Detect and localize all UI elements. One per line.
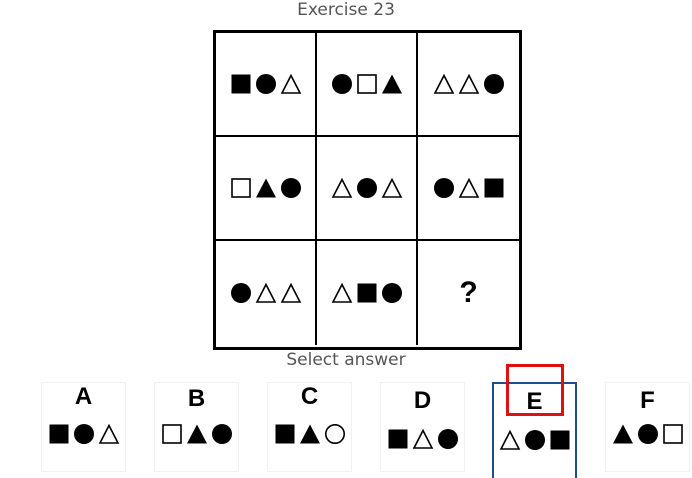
outline-triangle-icon: [381, 177, 402, 198]
filled-circle-icon: [433, 178, 454, 198]
answer-option-c[interactable]: C: [267, 382, 352, 472]
grid-cell-1-2: [317, 33, 418, 137]
outline-square-icon: [230, 178, 251, 198]
answer-option-a[interactable]: A: [41, 382, 126, 472]
outline-triangle-icon: [331, 177, 352, 198]
grid-cell-1-1: [216, 33, 317, 137]
answer-option-b[interactable]: B: [154, 382, 239, 472]
filled-circle-icon: [381, 283, 402, 303]
answer-highlight-box: [506, 364, 564, 416]
filled-circle-icon: [356, 178, 377, 198]
answer-option-d[interactable]: D: [380, 382, 465, 472]
select-answer-label: Select answer: [286, 350, 406, 370]
option-shape-sequence: [268, 423, 351, 445]
outline-triangle-icon: [499, 429, 520, 450]
outline-triangle-icon: [331, 282, 352, 303]
option-shape-sequence: [606, 423, 689, 445]
option-shape-sequence: [42, 423, 125, 445]
puzzle-grid: ?: [213, 30, 522, 350]
outline-triangle-icon: [458, 73, 479, 94]
shape-sequence: [433, 73, 505, 95]
grid-cell-3-3: ?: [418, 241, 519, 345]
outline-triangle-icon: [280, 73, 301, 94]
grid-cell-2-3: [418, 137, 519, 241]
outline-square-icon: [356, 74, 377, 94]
option-letter: D: [413, 387, 432, 414]
filled-circle-icon: [280, 178, 301, 198]
filled-triangle-icon: [186, 424, 207, 444]
option-letter: C: [300, 383, 319, 410]
exercise-title: Exercise 23: [297, 0, 395, 20]
filled-circle-icon: [255, 74, 276, 94]
option-letter: A: [74, 383, 93, 410]
filled-circle-icon: [211, 424, 232, 444]
option-shape-sequence: [381, 428, 464, 450]
grid-cell-2-1: [216, 137, 317, 241]
filled-circle-icon: [437, 429, 458, 449]
outline-triangle-icon: [412, 428, 433, 449]
filled-square-icon: [550, 430, 569, 450]
outline-square-icon: [161, 424, 182, 444]
option-letter: F: [640, 387, 655, 414]
filled-square-icon: [484, 178, 503, 198]
shape-sequence: [433, 177, 505, 199]
shape-sequence: [230, 73, 302, 95]
answer-option-f[interactable]: F: [605, 382, 690, 472]
filled-square-icon: [49, 424, 68, 444]
outline-triangle-icon: [433, 73, 454, 94]
filled-circle-icon: [73, 424, 94, 444]
option-letter: B: [187, 385, 206, 412]
outline-triangle-icon: [98, 423, 119, 444]
filled-circle-icon: [637, 424, 658, 444]
shape-sequence: [230, 282, 302, 304]
outline-triangle-icon: [255, 282, 276, 303]
shape-sequence: [331, 177, 403, 199]
option-shape-sequence: [494, 429, 575, 451]
filled-circle-icon: [230, 283, 251, 303]
filled-circle-icon: [331, 74, 352, 94]
outline-triangle-icon: [280, 282, 301, 303]
filled-square-icon: [231, 74, 250, 94]
outline-circle-icon: [324, 424, 345, 444]
shape-sequence: [230, 177, 302, 199]
shape-sequence: [331, 282, 403, 304]
option-shape-sequence: [155, 423, 238, 445]
filled-triangle-icon: [255, 178, 276, 198]
filled-square-icon: [357, 283, 376, 303]
grid-cell-3-1: [216, 241, 317, 345]
filled-square-icon: [275, 424, 294, 444]
option-letter: E: [526, 388, 543, 415]
grid-cell-1-3: [418, 33, 519, 137]
filled-square-icon: [388, 429, 407, 449]
grid-cell-2-2: [317, 137, 418, 241]
outline-triangle-icon: [458, 177, 479, 198]
filled-triangle-icon: [299, 424, 320, 444]
question-mark: ?: [459, 276, 478, 309]
answer-options: A B C D E F: [0, 382, 692, 478]
grid-cell-3-2: [317, 241, 418, 345]
outline-square-icon: [662, 424, 683, 444]
shape-sequence: [331, 73, 403, 95]
filled-circle-icon: [483, 74, 504, 94]
filled-triangle-icon: [612, 424, 633, 444]
filled-circle-icon: [524, 430, 545, 450]
filled-triangle-icon: [381, 74, 402, 94]
